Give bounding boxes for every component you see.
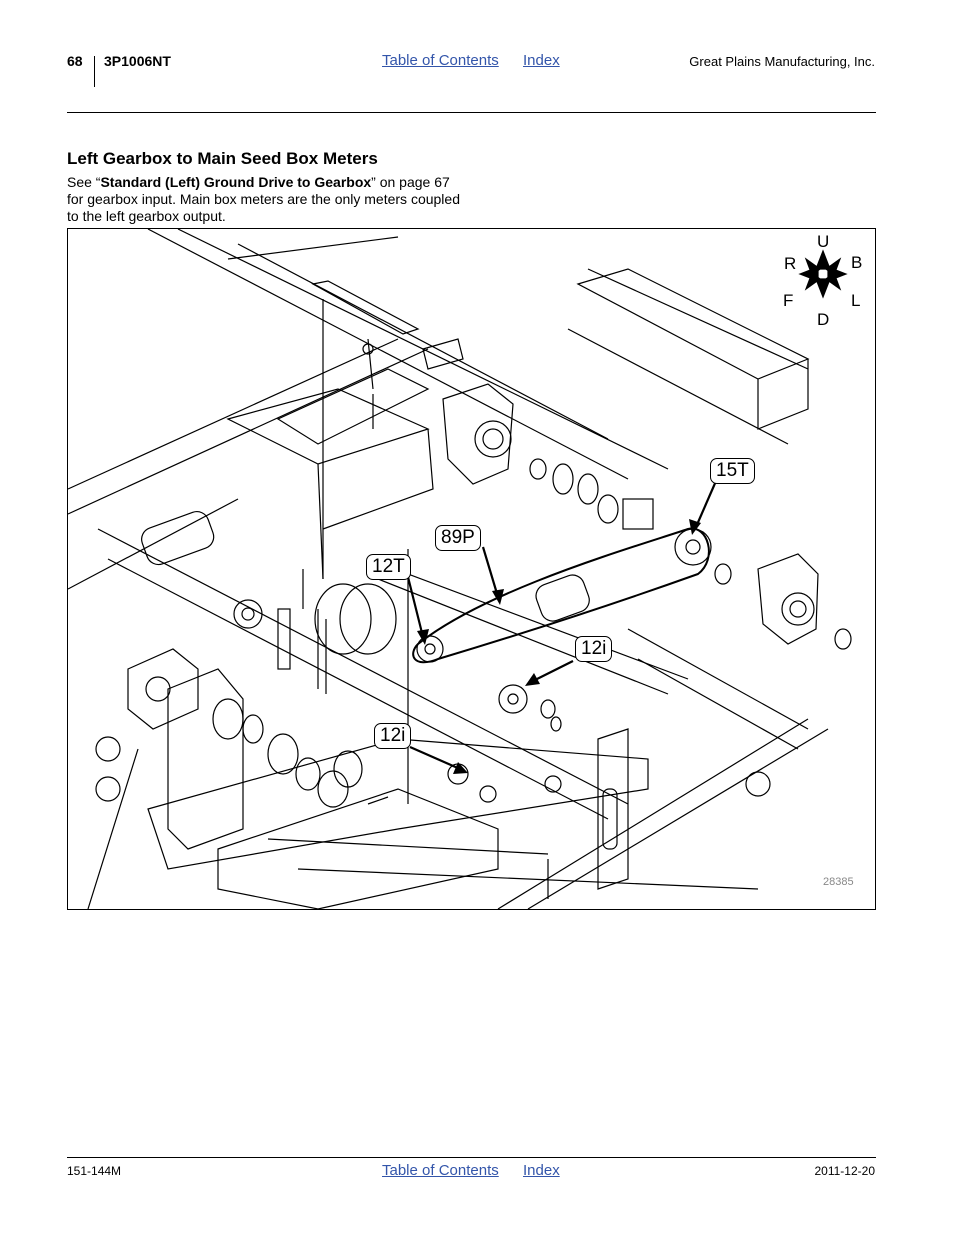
callout-12i-upper: 12i — [575, 636, 613, 662]
sprocket-15t — [674, 528, 712, 566]
compass-rear-label: R — [784, 254, 797, 273]
square-tube — [576, 268, 810, 380]
document-date: 2011-12-20 — [814, 1164, 876, 1178]
model-number: 3P1006NT — [104, 53, 171, 69]
section-title: Left Gearbox to Main Seed Box Meters — [67, 149, 378, 168]
footer-toc-link[interactable]: Table of Contents — [382, 1162, 499, 1179]
right-gearbox — [757, 553, 819, 645]
idler-sprocket-upper — [498, 684, 528, 714]
figure-number: 28385 — [823, 876, 854, 888]
compass-front-label: F — [783, 291, 794, 310]
compass-left-label: L — [851, 291, 861, 310]
body-prefix: See “ — [67, 174, 101, 190]
compass-down-label: D — [817, 310, 830, 329]
compass-rose — [798, 249, 848, 299]
callout-leaders — [406, 480, 718, 771]
footer-rule — [67, 1157, 876, 1158]
header-index-link[interactable]: Index — [523, 52, 560, 69]
callout-arrowheads — [417, 519, 701, 774]
compass-up-label: U — [817, 232, 830, 251]
exploded-drive-diagram: U R B F L D 15T 89P 12T 12i 12i 28385 — [67, 228, 876, 910]
section-body: See “Standard (Left) Ground Drive to Gea… — [67, 174, 467, 225]
sprocket-12t — [416, 635, 444, 663]
callout-89p: 89P — [435, 525, 481, 551]
document-number: 151-144M — [67, 1164, 122, 1178]
callout-12i-lower: 12i — [374, 723, 412, 749]
compass-back-label: B — [851, 253, 863, 272]
footer-index-link[interactable]: Index — [523, 1162, 560, 1179]
callout-15t: 15T — [710, 458, 755, 484]
page-number: 68 — [67, 53, 83, 69]
header-rule — [67, 112, 876, 113]
drive-drawing — [68, 229, 852, 909]
left-gearbox — [442, 383, 514, 485]
body-reference: Standard (Left) Ground Drive to Gearbox — [100, 174, 372, 190]
frame-rails — [68, 229, 829, 909]
callout-12t: 12T — [366, 554, 411, 580]
header-toc-link[interactable]: Table of Contents — [382, 52, 499, 69]
header-divider — [94, 56, 95, 87]
bearing-block — [622, 498, 654, 530]
company-name: Great Plains Manufacturing, Inc. — [689, 54, 875, 69]
body-suffix: ” on page 67 for gearbox input. Main box… — [67, 174, 460, 224]
